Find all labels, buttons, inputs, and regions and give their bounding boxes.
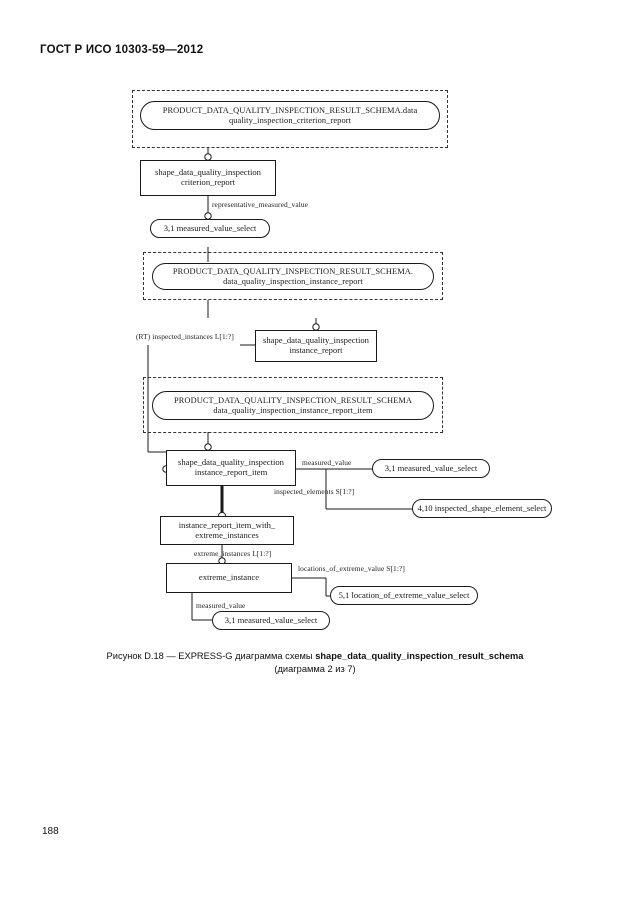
entity-instance-report[interactable]: shape_data_quality_inspection instance_r… xyxy=(255,330,377,362)
schema-frame-criterion-report xyxy=(132,90,448,148)
entity-line2: extreme_instances xyxy=(195,529,259,540)
schema-ref-instance-report: PRODUCT_DATA_QUALITY_INSPECTION_RESULT_S… xyxy=(152,263,434,290)
entity-criterion-report[interactable]: shape_data_quality_inspection criterion_… xyxy=(140,160,276,196)
schema-ref-line1: PRODUCT_DATA_QUALITY_INSPECTION_RESULT_S… xyxy=(173,395,413,405)
express-g-diagram: PRODUCT_DATA_QUALITY_INSPECTION_RESULT_S… xyxy=(132,90,552,630)
label-locations-of-extreme-value: locations_of_extreme_value S[1:?] xyxy=(298,564,405,573)
select-location-of-extreme-value[interactable]: 5,1 location_of_extreme_value_select xyxy=(330,586,478,605)
entity-line2: instance_report xyxy=(289,345,343,355)
schema-ref-instance-report-item: PRODUCT_DATA_QUALITY_INSPECTION_RESULT_S… xyxy=(152,391,434,420)
entity-line2: criterion_report xyxy=(181,177,235,187)
entity-instance-report-item[interactable]: shape_data_quality_inspection instance_r… xyxy=(166,450,296,486)
caption-schema-name: shape_data_quality_inspection_result_sch… xyxy=(315,651,524,661)
figure-caption: Рисунок D.18 — EXPRESS-G диаграмма схемы… xyxy=(60,650,570,677)
caption-prefix: Рисунок D.18 — EXPRESS-G диаграмма схемы xyxy=(106,651,316,661)
label-measured-value-extreme: measured_value xyxy=(196,601,246,610)
select-measured-value-1[interactable]: 3,1 measured_value_select xyxy=(150,219,270,238)
select-measured-value-2[interactable]: 3,1 measured_value_select xyxy=(372,459,490,478)
entity-line1: shape_data_quality_inspection xyxy=(263,335,369,346)
entity-line2: instance_report_item xyxy=(194,467,268,477)
schema-ref-line2: data_quality_inspection_instance_report xyxy=(223,276,363,286)
document-header: ГОСТ Р ИСО 10303-59—2012 xyxy=(40,44,204,56)
select-inspected-shape-element[interactable]: 4,10 inspected_shape_element_select xyxy=(412,499,552,518)
entity-line1: instance_report_item_with_ xyxy=(178,519,276,530)
schema-frame-instance-report-item xyxy=(143,377,443,433)
select-measured-value-3[interactable]: 3,1 measured_value_select xyxy=(212,611,330,630)
entity-item-with-extreme[interactable]: instance_report_item_with_ extreme_insta… xyxy=(160,516,294,545)
label-inspected-instances: (RT) inspected_instances L[1:?] xyxy=(136,332,234,341)
schema-ref-line2: quality_inspection_criterion_report xyxy=(228,115,352,125)
schema-ref-line1: PRODUCT_DATA_QUALITY_INSPECTION_RESULT_S… xyxy=(172,266,414,276)
entity-line1: shape_data_quality_inspection xyxy=(155,167,261,178)
label-inspected-elements: inspected_elements S[1:?] xyxy=(274,487,355,496)
schema-ref-criterion-report: PRODUCT_DATA_QUALITY_INSPECTION_RESULT_S… xyxy=(140,101,440,130)
label-measured-value-item: measured_value xyxy=(302,458,352,467)
caption-line2: (диаграмма 2 из 7) xyxy=(274,664,356,675)
label-representative-measured-value: representative_measured_value xyxy=(212,200,309,209)
schema-frame-instance-report xyxy=(143,252,443,300)
label-extreme-instances: extreme_instances L[1:?] xyxy=(194,549,272,558)
page-number: 188 xyxy=(42,826,59,837)
schema-ref-line2: data_quality_inspection_instance_report_… xyxy=(213,405,373,415)
schema-ref-line1: PRODUCT_DATA_QUALITY_INSPECTION_RESULT_S… xyxy=(162,105,418,115)
entity-extreme-instance[interactable]: extreme_instance xyxy=(166,563,292,593)
entity-line1: shape_data_quality_inspection xyxy=(178,457,284,468)
